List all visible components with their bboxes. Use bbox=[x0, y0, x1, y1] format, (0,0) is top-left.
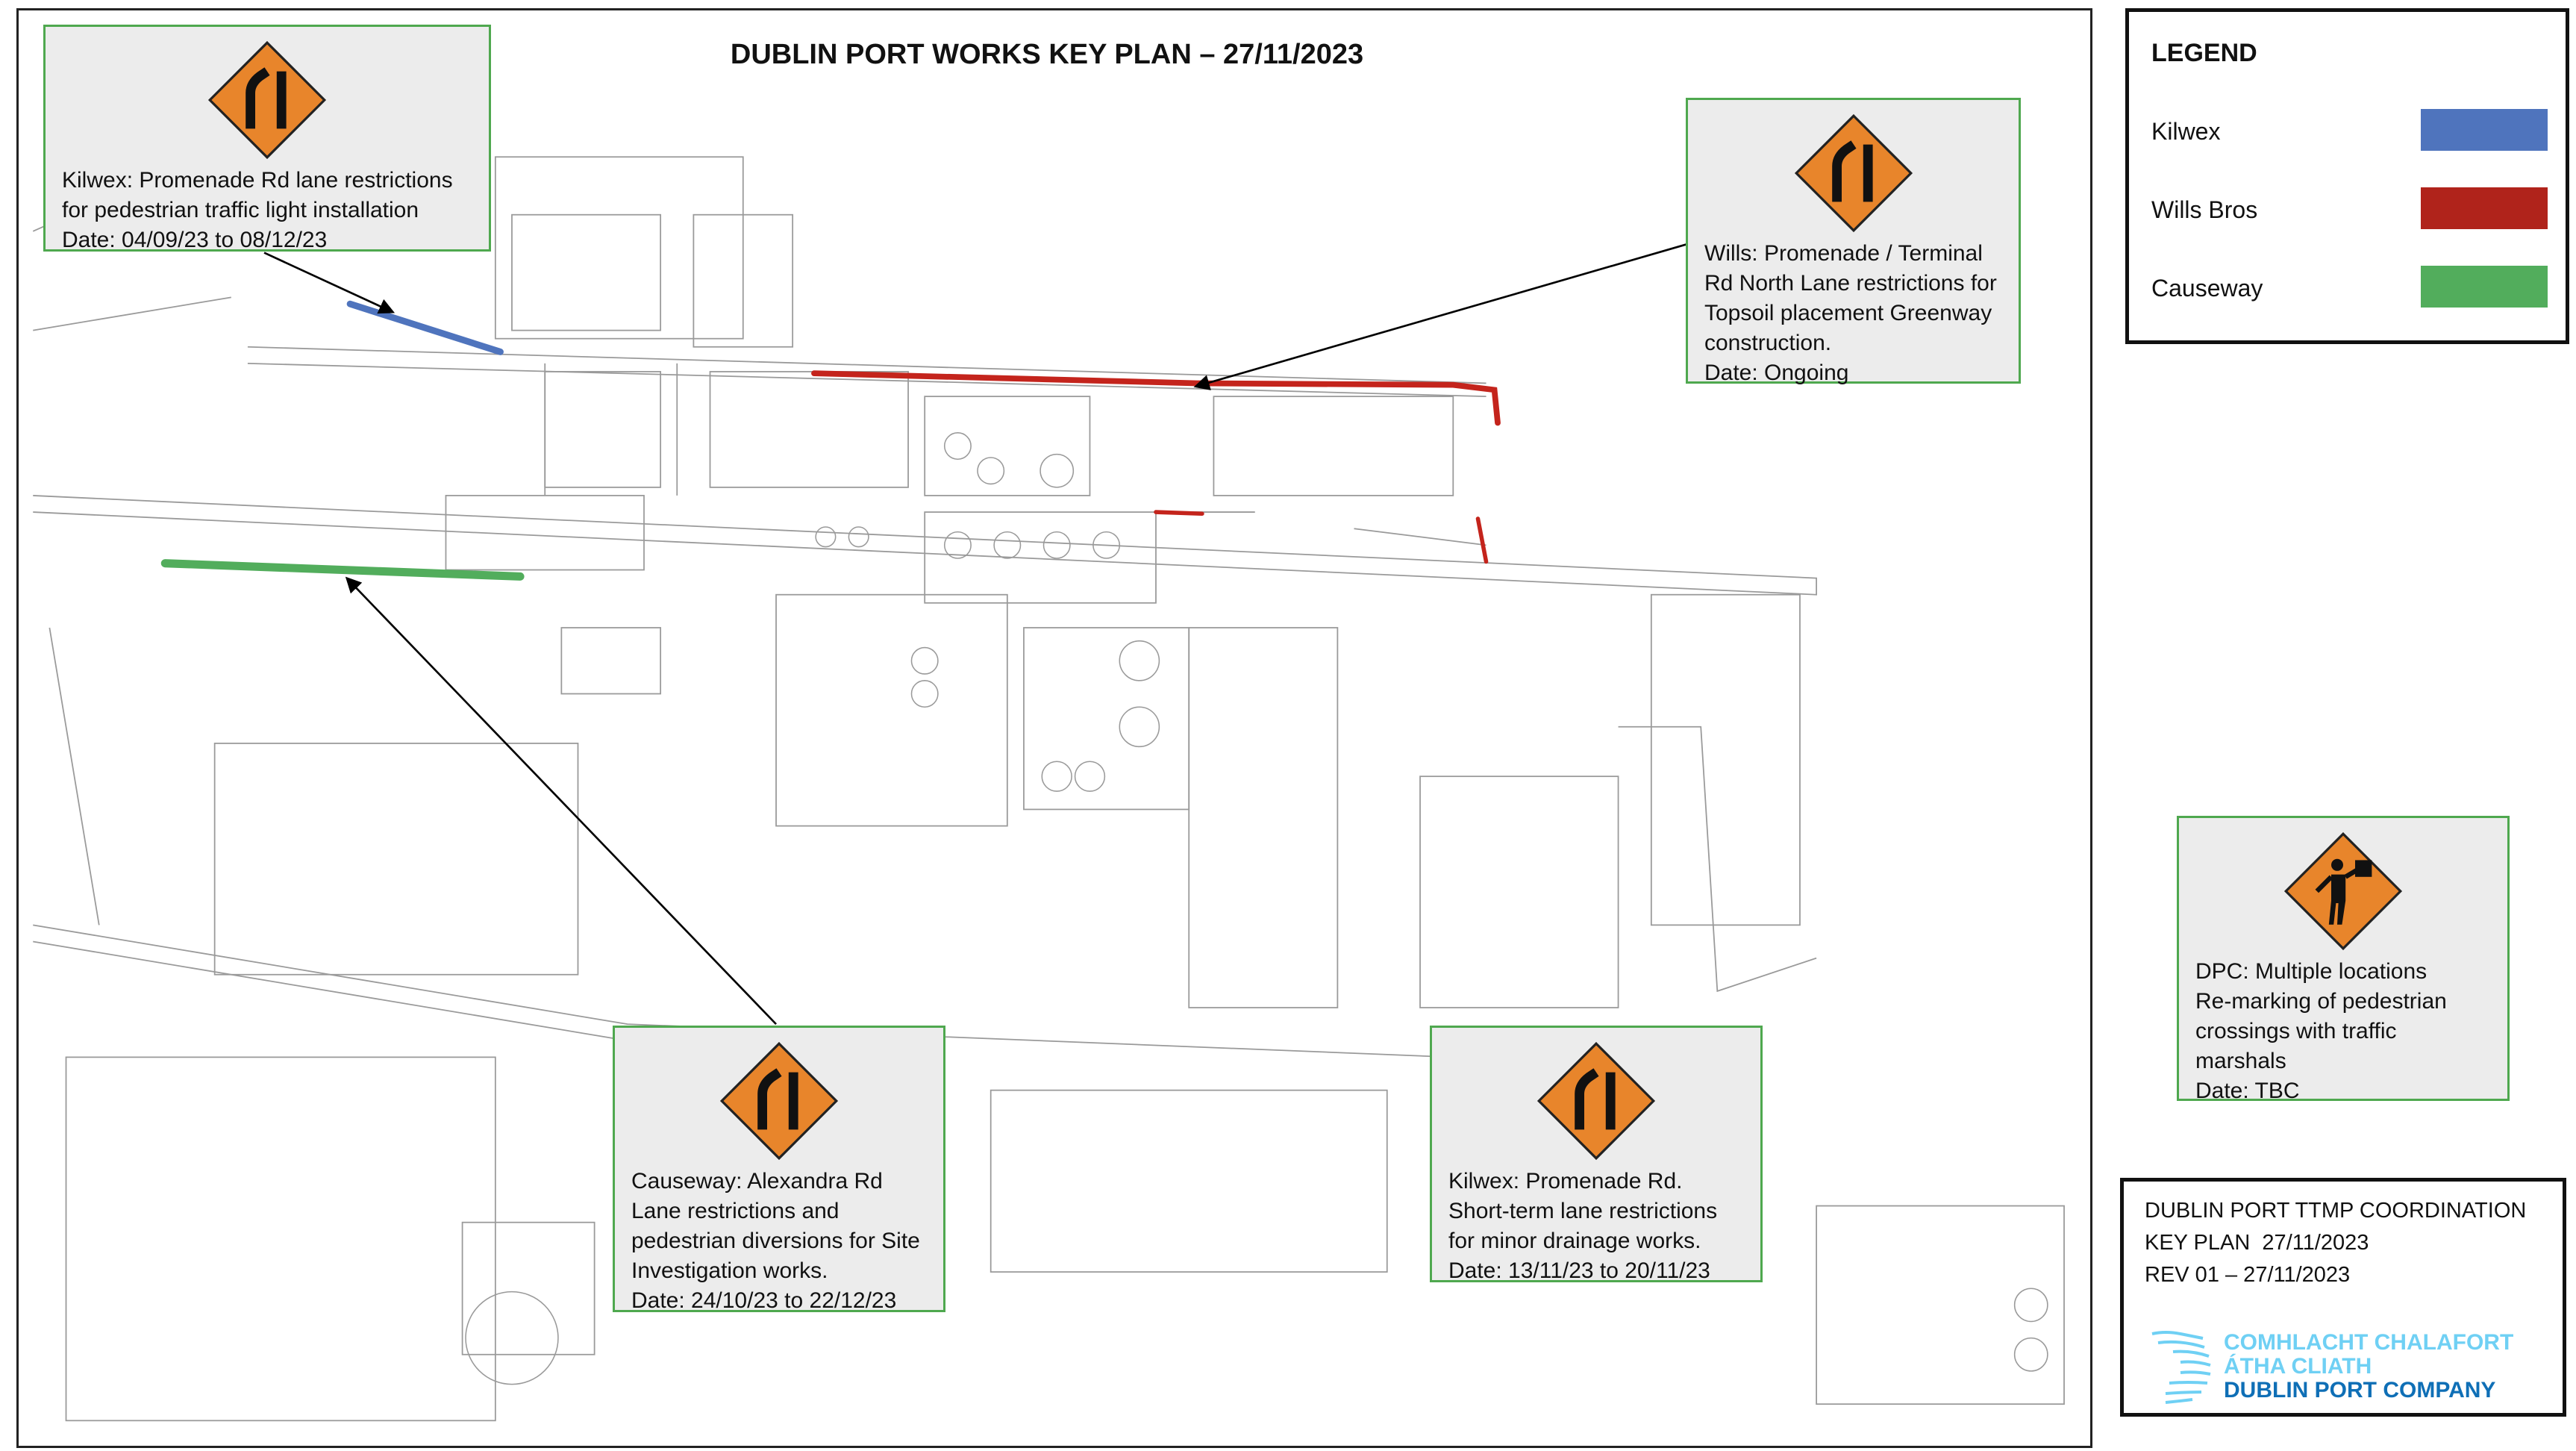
legend-label: Kilwex bbox=[2151, 118, 2221, 145]
callout-text-line: crossings with traffic bbox=[2195, 1019, 2397, 1043]
dublin-port-logo: COMHLACHT CHALAFORT ÁTHA CLIATH DUBLIN P… bbox=[2151, 1331, 2554, 1405]
callout-text-line: Causeway: Alexandra Rd bbox=[631, 1169, 883, 1193]
arrow-wills bbox=[1193, 243, 1686, 390]
legend-item-causeway: Causeway bbox=[2151, 266, 2548, 311]
title-block-line-3: REV 01 – 27/11/2023 bbox=[2145, 1263, 2351, 1287]
callout-text-line: Date: 13/11/23 to 20/11/23 bbox=[1448, 1258, 1710, 1283]
callout-text-line: Investigation works. bbox=[631, 1258, 828, 1283]
arrow-causeway bbox=[345, 576, 777, 1026]
callout-text-line: Topsoil placement Greenway bbox=[1704, 301, 1992, 325]
road-narrows-sign-icon bbox=[207, 40, 327, 160]
callout-text-line: Re-marking of pedestrian bbox=[2195, 989, 2447, 1014]
logo-line-2: ÁTHA CLIATH bbox=[2224, 1354, 2372, 1379]
callout-text-line: Date: 24/10/23 to 22/12/23 bbox=[631, 1288, 897, 1313]
legend-item-kilwex: Kilwex bbox=[2151, 109, 2548, 154]
wills-works-line bbox=[811, 370, 1501, 426]
kilwex-works-line bbox=[346, 300, 504, 355]
wave-d-logo-icon bbox=[2151, 1331, 2211, 1404]
logo-line-3: DUBLIN PORT COMPANY bbox=[2224, 1378, 2496, 1402]
title-block-line-2: KEY PLAN 27/11/2023 bbox=[2145, 1231, 2369, 1255]
callout-text-line: Rd North Lane restrictions for bbox=[1704, 271, 1997, 296]
callout-text-line: construction. bbox=[1704, 331, 1832, 355]
road-narrows-sign-icon bbox=[1794, 113, 1913, 233]
map-basemap bbox=[32, 156, 2065, 1422]
callout-kilwex-drainage: Kilwex: Promenade Rd. Short-term lane res… bbox=[1430, 1026, 1763, 1283]
callout-text-line: DPC: Multiple locations bbox=[2195, 959, 2427, 984]
callout-wills-promenade: Wills: Promenade / Terminal Rd North Lane… bbox=[1686, 98, 2021, 385]
callout-kilwex-promenade-lights: Kilwex: Promenade Rd lane restrictions fo… bbox=[43, 25, 491, 252]
legend: LEGEND Kilwex Wills Bros Causeway bbox=[2125, 8, 2569, 344]
legend-swatch-wills-bros bbox=[2421, 187, 2548, 229]
legend-swatch-causeway bbox=[2421, 266, 2548, 308]
wills-works-line-2 bbox=[1154, 510, 1489, 564]
callout-text-line: for minor drainage works. bbox=[1448, 1229, 1701, 1253]
causeway-works-line bbox=[160, 559, 525, 581]
legend-label: Causeway bbox=[2151, 275, 2263, 302]
callout-text-line: Kilwex: Promenade Rd. bbox=[1448, 1169, 1683, 1193]
callout-text-line: Wills: Promenade / Terminal bbox=[1704, 241, 1983, 266]
callout-text-line: Date: 04/09/23 to 08/12/23 bbox=[62, 228, 328, 252]
road-narrows-sign-icon bbox=[1536, 1041, 1656, 1161]
legend-label: Wills Bros bbox=[2151, 196, 2258, 223]
page-title: DUBLIN PORT WORKS KEY PLAN – 27/11/2023 bbox=[730, 39, 1364, 70]
callout-text-line: Short-term lane restrictions bbox=[1448, 1199, 1718, 1223]
callout-text-line: Date: Ongoing bbox=[1704, 361, 1849, 385]
legend-title: LEGEND bbox=[2151, 39, 2257, 67]
callout-arrows bbox=[263, 243, 1686, 1026]
traffic-marshal-sign-icon bbox=[2283, 831, 2403, 951]
callout-text-line: Kilwex: Promenade Rd lane restrictions bbox=[62, 168, 453, 193]
arrow-kilwex-1 bbox=[263, 252, 396, 314]
title-block: DUBLIN PORT TTMP COORDINATION KEY PLAN 2… bbox=[2120, 1178, 2566, 1417]
map-tanks bbox=[465, 432, 2048, 1385]
callout-causeway-alexandra: Causeway: Alexandra Rd Lane restrictions … bbox=[613, 1026, 945, 1313]
callout-text-line: pedestrian diversions for Site bbox=[631, 1229, 920, 1253]
works-highlights bbox=[160, 300, 1501, 581]
callout-text-line: marshals bbox=[2195, 1049, 2286, 1073]
title-block-line-1: DUBLIN PORT TTMP COORDINATION bbox=[2145, 1199, 2527, 1223]
logo-line-1: COMHLACHT CHALAFORT bbox=[2224, 1330, 2514, 1355]
road-narrows-sign-icon bbox=[719, 1041, 839, 1161]
callout-text-line: Lane restrictions and bbox=[631, 1199, 840, 1223]
callout-text-line: for pedestrian traffic light installatio… bbox=[62, 198, 419, 222]
map-frame bbox=[16, 8, 2092, 1448]
callout-text-line: Date: TBC bbox=[2195, 1079, 2300, 1103]
legend-swatch-kilwex bbox=[2421, 109, 2548, 151]
legend-item-wills-bros: Wills Bros bbox=[2151, 187, 2548, 232]
